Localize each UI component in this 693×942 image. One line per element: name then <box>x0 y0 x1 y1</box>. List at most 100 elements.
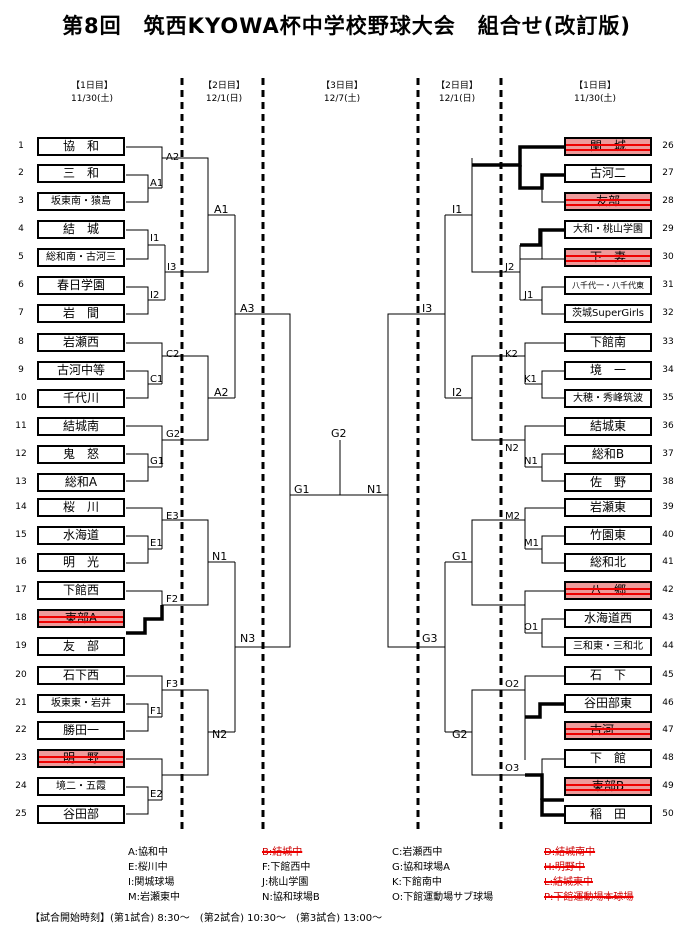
match-label: A2 <box>214 386 229 399</box>
match-label: I1 <box>150 233 160 244</box>
venue-entry: K:下館南中 <box>392 877 442 888</box>
venue-entry: G:協和球場A <box>392 862 450 873</box>
team-number: 6 <box>18 280 24 290</box>
team-number: 44 <box>662 641 674 651</box>
team-number: 28 <box>662 196 674 206</box>
team-box: 古河二 <box>564 164 652 183</box>
match-label: I2 <box>150 290 160 301</box>
match-label: O1 <box>524 622 539 633</box>
match-label: N3 <box>240 632 256 645</box>
team-box: 勝田一 <box>37 721 125 740</box>
match-label: N2 <box>212 728 228 741</box>
team-box: 谷田部 <box>37 805 125 824</box>
match-label: I3 <box>167 262 177 273</box>
team-box: 明 光 <box>37 553 125 572</box>
team-number: 35 <box>662 393 674 403</box>
match-label: G2 <box>166 429 181 440</box>
team-number: 43 <box>662 613 674 623</box>
team-number: 47 <box>662 725 674 735</box>
match-label: C2 <box>166 349 180 360</box>
match-label: O3 <box>505 763 520 774</box>
team-number: 7 <box>18 308 24 318</box>
team-number: 49 <box>662 781 674 791</box>
match-label: G1 <box>150 456 165 467</box>
team-box: 下館南 <box>564 333 652 352</box>
team-number: 13 <box>15 477 27 487</box>
team-number: 30 <box>662 252 674 262</box>
match-label: A3 <box>240 302 255 315</box>
header-day3: 【3日目】12/7(土) <box>321 81 363 104</box>
team-box-withdrawn: 明 野 <box>37 749 125 768</box>
team-number: 12 <box>15 449 27 459</box>
team-number: 14 <box>15 502 27 512</box>
team-number: 21 <box>15 698 27 708</box>
team-box: 総和南・古河三 <box>37 248 125 267</box>
team-box: 友 部 <box>37 637 125 656</box>
team-box: 境 一 <box>564 361 652 380</box>
match-label: G2 <box>452 728 468 741</box>
venue-entry: E:桜川中 <box>128 862 168 873</box>
team-number: 48 <box>662 753 674 763</box>
match-label: F2 <box>166 594 179 605</box>
team-box: 結城南 <box>37 417 125 436</box>
team-box: 三 和 <box>37 164 125 183</box>
match-label: E2 <box>150 789 163 800</box>
team-box: 大和・桃山学園 <box>564 220 652 239</box>
header-day1-right: 【1日目】11/30(土) <box>574 81 616 104</box>
match-label: N1 <box>212 550 228 563</box>
venue-entry: N:協和球場B <box>262 892 320 903</box>
team-box: 水海道 <box>37 526 125 545</box>
start-times: 【試合開始時刻】(第1試合) 8:30～ (第2試合) 10:30～ (第3試合… <box>30 913 383 924</box>
team-box: 稲 田 <box>564 805 652 824</box>
team-number: 34 <box>662 365 674 375</box>
match-label: A1 <box>150 178 164 189</box>
team-box-withdrawn: 東部A <box>37 609 125 628</box>
team-box-withdrawn: 友部 <box>564 192 652 211</box>
team-number: 9 <box>18 365 24 375</box>
team-number: 10 <box>15 393 27 403</box>
venue-entry-struck: D:結城南中 <box>544 847 596 858</box>
header-day2-left: 【2日目】12/1(日) <box>203 81 245 104</box>
team-number: 45 <box>662 670 674 680</box>
venue-entry-struck: B:結城中 <box>262 847 303 858</box>
team-number: 4 <box>18 224 24 234</box>
team-box: 岩瀬東 <box>564 498 652 517</box>
team-box: 石下西 <box>37 666 125 685</box>
match-label: C1 <box>150 374 164 385</box>
team-box: 結 城 <box>37 220 125 239</box>
team-number: 3 <box>18 196 24 206</box>
match-label: E3 <box>166 511 179 522</box>
team-box: 佐 野 <box>564 473 652 492</box>
team-box-withdrawn: 八 郷 <box>564 581 652 600</box>
match-label: G2 <box>331 427 347 440</box>
match-label: A2 <box>166 152 180 163</box>
match-label: F1 <box>150 706 163 717</box>
match-label: G3 <box>422 632 438 645</box>
team-box: 三和東・三和北 <box>564 637 652 656</box>
venue-entry-struck: L:結城東中 <box>544 877 593 888</box>
team-box: 桜 川 <box>37 498 125 517</box>
team-box: 谷田部東 <box>564 694 652 713</box>
venue-entry-struck: P:下館運動場本球場 <box>544 892 634 903</box>
team-number: 32 <box>662 308 674 318</box>
team-number: 38 <box>662 477 674 487</box>
match-label: J1 <box>524 290 534 301</box>
venue-entry: M:岩瀬東中 <box>128 892 180 903</box>
venue-entry: J:桃山学園 <box>262 877 309 888</box>
team-number: 36 <box>662 421 674 431</box>
team-box: 春日学園 <box>37 276 125 295</box>
team-number: 2 <box>18 168 24 178</box>
team-number: 22 <box>15 725 27 735</box>
team-box: 石 下 <box>564 666 652 685</box>
venue-entry: O:下館運動場サブ球場 <box>392 892 494 903</box>
team-number: 1 <box>18 141 24 151</box>
team-number: 19 <box>15 641 27 651</box>
team-number: 29 <box>662 224 674 234</box>
match-label: G1 <box>294 483 310 496</box>
team-number: 17 <box>15 585 27 595</box>
match-label: F3 <box>166 679 179 690</box>
team-box: 境二・五霞 <box>37 777 125 796</box>
team-number: 18 <box>15 613 27 623</box>
team-box: 結城東 <box>564 417 652 436</box>
match-label: I2 <box>452 386 463 399</box>
